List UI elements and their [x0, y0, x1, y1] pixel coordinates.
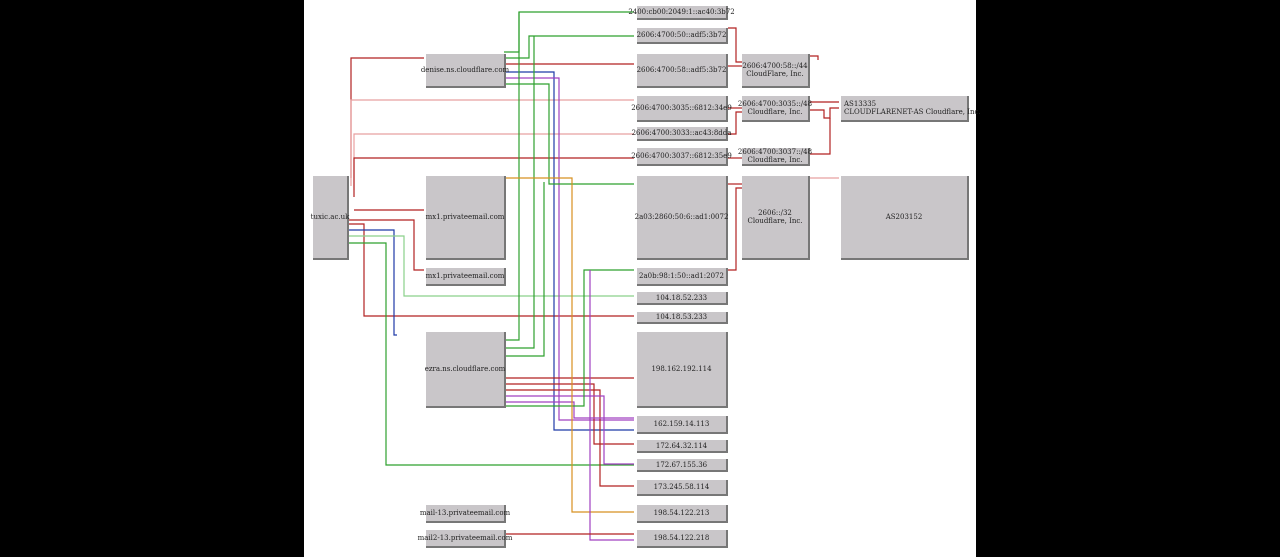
node-label: 198.54.122.213: [653, 509, 710, 517]
node-as-big[interactable]: AS203152: [841, 176, 969, 260]
node-label: 2a03:2860:50:6::ad1:0072: [634, 213, 729, 221]
node-label: 2606:4700:58::/44: [742, 62, 808, 70]
node-ip6-6[interactable]: 2606:4700:3037::6812:35e9: [631, 148, 732, 166]
node-ip6-2[interactable]: 2606:4700:50::adf5:3b72: [637, 28, 728, 44]
edge: [589, 270, 634, 541]
edge: [504, 401, 634, 419]
node-ip6-5[interactable]: 2606:4700:3033::ac43:8dda: [632, 127, 731, 141]
edge: [504, 83, 634, 185]
edge: [810, 107, 839, 119]
edge: [728, 27, 742, 63]
node-label: Cloudflare, Inc.: [747, 156, 803, 164]
edge: [504, 177, 634, 513]
edge: [350, 57, 424, 178]
edge: [728, 187, 742, 271]
node-label: 162.159.14.113: [653, 420, 710, 428]
edge: [504, 182, 545, 357]
node-label: 2606:4700:3035::6812:34e9: [631, 104, 732, 112]
node-label: ezra.ns.cloudflare.com: [424, 365, 506, 373]
edge: [504, 71, 634, 431]
node-ip4-big[interactable]: 198.162.192.114: [637, 332, 728, 408]
node-label: 173.245.58.114: [653, 483, 710, 491]
edge: [504, 383, 634, 445]
edge: [353, 157, 634, 197]
node-ip6-big[interactable]: 2a03:2860:50:6::ad1:0072: [634, 176, 729, 260]
node-mx1[interactable]: mx1.privateemail.com: [426, 176, 506, 260]
node-ip4-5[interactable]: 172.67.155.36: [637, 459, 728, 472]
node-label: 198.162.192.114: [651, 365, 712, 373]
edge: [504, 12, 520, 341]
node-label: AS203152: [885, 213, 923, 221]
node-mail-b[interactable]: mail2-13.privateemail.com: [418, 530, 512, 548]
edge: [810, 55, 819, 60]
node-label: 2400:cb00:2049:1::ac40:3b72: [628, 8, 735, 16]
node-ns-cf[interactable]: ezra.ns.cloudflare.com: [424, 332, 506, 408]
edge: [504, 269, 634, 407]
edge: [348, 223, 634, 317]
edge: [504, 395, 634, 465]
edge: [504, 11, 634, 53]
node-ip4-4[interactable]: 172.64.32.114: [637, 440, 728, 453]
edge: [348, 229, 397, 336]
edge: [504, 77, 634, 421]
diagram-canvas: tuxic.ac.uk denise.ns.cloudflare.com mx1…: [304, 0, 981, 557]
node-ip4-3[interactable]: 162.159.14.113: [637, 416, 728, 434]
node-mail-a[interactable]: mail-13.privateemail.com: [420, 505, 510, 523]
node-label: tuxic.ac.uk: [310, 213, 350, 221]
node-ip4-6[interactable]: 173.245.58.114: [637, 480, 728, 496]
node-label: 198.54.122.218: [653, 534, 710, 542]
node-label: mail2-13.privateemail.com: [417, 534, 513, 542]
node-label: 2606:4700:50::adf5:3b72: [636, 31, 727, 39]
edge: [504, 35, 634, 59]
node-label: CLOUDFLARENET-AS Cloudflare, Inc.: [844, 108, 981, 116]
edge: [504, 389, 634, 487]
node-dns-cf[interactable]: denise.ns.cloudflare.com: [421, 54, 509, 88]
node-label: 172.64.32.114: [655, 441, 708, 450]
node-label: 2606:4700:3037::/48: [737, 148, 813, 156]
node-label: AS13335: [844, 100, 877, 108]
edge: [728, 111, 742, 135]
node-ip4-7[interactable]: 198.54.122.213: [637, 505, 728, 523]
node-label: mx1.privateemail.com: [425, 213, 505, 221]
node-label: mail-13.privateemail.com: [419, 509, 511, 517]
node-label: 104.18.52.233: [655, 293, 708, 302]
node-label: 104.18.53.233: [655, 313, 708, 321]
node-label: Cloudflare, Inc.: [747, 108, 803, 116]
edge: [350, 99, 634, 186]
node-mx1-small[interactable]: mx1.privateemail.com: [426, 268, 506, 286]
node-label: Cloudflare, Inc.: [747, 217, 803, 225]
edge: [348, 219, 424, 271]
node-label: denise.ns.cloudflare.com: [420, 66, 510, 74]
edge: [810, 118, 831, 155]
edges-layer: [348, 11, 839, 541]
node-ip4-2[interactable]: 104.18.53.233: [637, 312, 728, 324]
node-ip4-8[interactable]: 198.54.122.218: [637, 530, 728, 548]
node-ip6-7[interactable]: 2a0b:98:1:50::ad1:2072: [637, 268, 728, 286]
node-label: 2606:4700:3037::6812:35e9: [631, 152, 732, 160]
node-label: 2a0b:98:1:50::ad1:2072: [639, 272, 724, 280]
node-ip6-4[interactable]: 2606:4700:3035::6812:34e9: [631, 96, 732, 122]
node-label: 2606:4700:3035::/48: [737, 100, 813, 108]
node-label: mx1.privateemail.com: [425, 272, 505, 280]
node-label: 2606:4700:3033::ac43:8dda: [631, 129, 732, 137]
node-label: CloudFlare, Inc.: [746, 70, 804, 78]
node-label: 2606:4700:58::adf5:3b72: [636, 66, 727, 74]
node-label: 172.67.155.36: [655, 460, 708, 469]
node-root[interactable]: tuxic.ac.uk: [310, 176, 350, 260]
node-ip6-1[interactable]: 2400:cb00:2049:1::ac40:3b72: [628, 6, 735, 20]
node-ip4-1[interactable]: 104.18.52.233: [637, 292, 728, 305]
node-label: 2606::/32: [758, 209, 792, 217]
edge: [348, 242, 634, 466]
edge: [504, 36, 535, 349]
node-ip6-3[interactable]: 2606:4700:58::adf5:3b72: [637, 54, 728, 88]
